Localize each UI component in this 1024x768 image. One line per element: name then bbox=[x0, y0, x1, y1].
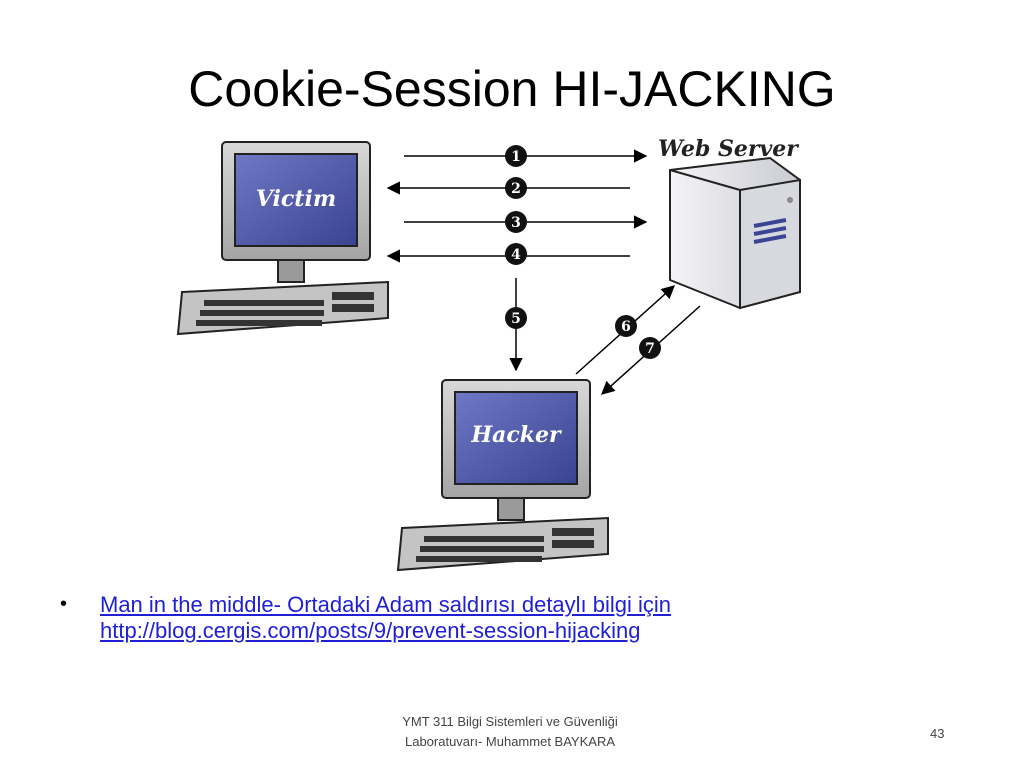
svg-text:5: 5 bbox=[511, 311, 521, 327]
victim-label: Victim bbox=[256, 186, 336, 212]
bullet-text: Man in the middle- Ortadaki Adam saldırı… bbox=[100, 592, 960, 644]
footer-line-1: YMT 311 Bilgi Sistemleri ve Güvenliği bbox=[402, 714, 618, 729]
step-badge-3: 3 bbox=[505, 211, 527, 233]
svg-text:1: 1 bbox=[511, 149, 521, 165]
svg-text:7: 7 bbox=[645, 341, 655, 357]
svg-text:6: 6 bbox=[621, 319, 631, 335]
footer-line-2: Laboratuvarı- Muhammet BAYKARA bbox=[404, 734, 615, 749]
step-badge-6: 6 bbox=[615, 315, 637, 337]
server-label: Web Server bbox=[658, 136, 799, 162]
step-badge-2: 2 bbox=[505, 177, 527, 199]
hijacking-diagram: Victim Web Server Hacker bbox=[176, 136, 801, 572]
slide-title: Cookie-Session HI-JACKING bbox=[188, 61, 836, 117]
hacker-computer: Hacker bbox=[396, 379, 609, 572]
svg-text:3: 3 bbox=[511, 215, 521, 231]
svg-text:4: 4 bbox=[511, 247, 521, 263]
victim-screen bbox=[234, 153, 358, 247]
step-badge-4: 4 bbox=[505, 243, 527, 265]
footer-text: YMT 311 Bilgi Sistemleri ve Güvenliği La… bbox=[300, 712, 720, 752]
hacker-screen bbox=[454, 391, 578, 485]
step-badge-5: 5 bbox=[505, 307, 527, 329]
bullet-item: • Man in the middle- Ortadaki Adam saldı… bbox=[60, 592, 960, 644]
step-badge-1: 1 bbox=[505, 145, 527, 167]
hacker-label: Hacker bbox=[470, 422, 562, 448]
victim-computer: Victim bbox=[176, 141, 389, 336]
web-server: Web Server bbox=[658, 136, 801, 310]
svg-text:2: 2 bbox=[511, 181, 521, 197]
bullet-link-line-1[interactable]: Man in the middle- Ortadaki Adam saldırı… bbox=[100, 592, 672, 617]
bullet-link-line-2[interactable]: http://blog.cergis.com/posts/9/prevent-s… bbox=[100, 618, 641, 643]
bullet-dot-icon: • bbox=[60, 593, 68, 615]
step-badge-7: 7 bbox=[639, 337, 661, 359]
page-number: 43 bbox=[930, 726, 945, 741]
